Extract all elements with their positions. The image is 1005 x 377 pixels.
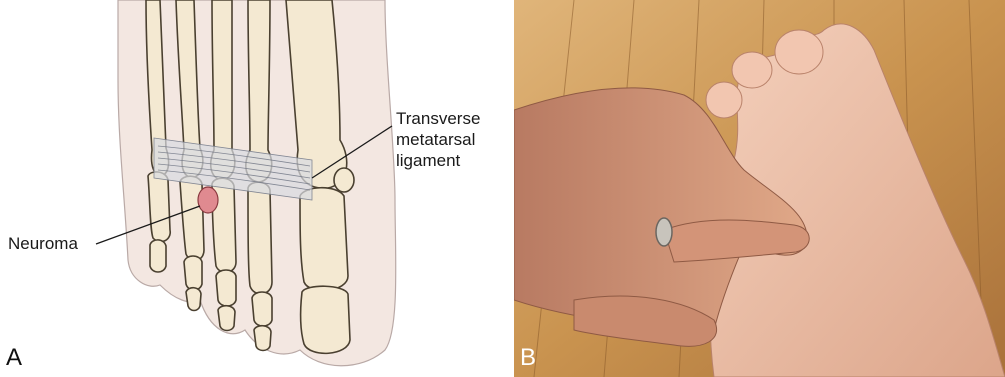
neuroma-label: Neuroma — [8, 233, 78, 254]
neuroma-mass — [198, 187, 218, 213]
ligament-label: Transverse metatarsal ligament — [396, 108, 511, 171]
panel-letter-a: A — [6, 346, 22, 370]
wedding-ring — [656, 218, 672, 246]
ligament-label-line-3: ligament — [396, 150, 511, 171]
foot-bones-illustration — [0, 0, 512, 377]
examination-photo — [514, 0, 1005, 377]
ligament-label-line-1: Transverse — [396, 108, 511, 129]
panel-b-photo: B — [514, 0, 1005, 377]
ligament-label-line-2: metatarsal — [396, 129, 511, 150]
panel-letter-b: B — [520, 346, 536, 370]
panel-a-illustration: Neuroma Transverse metatarsal ligament A — [0, 0, 512, 377]
